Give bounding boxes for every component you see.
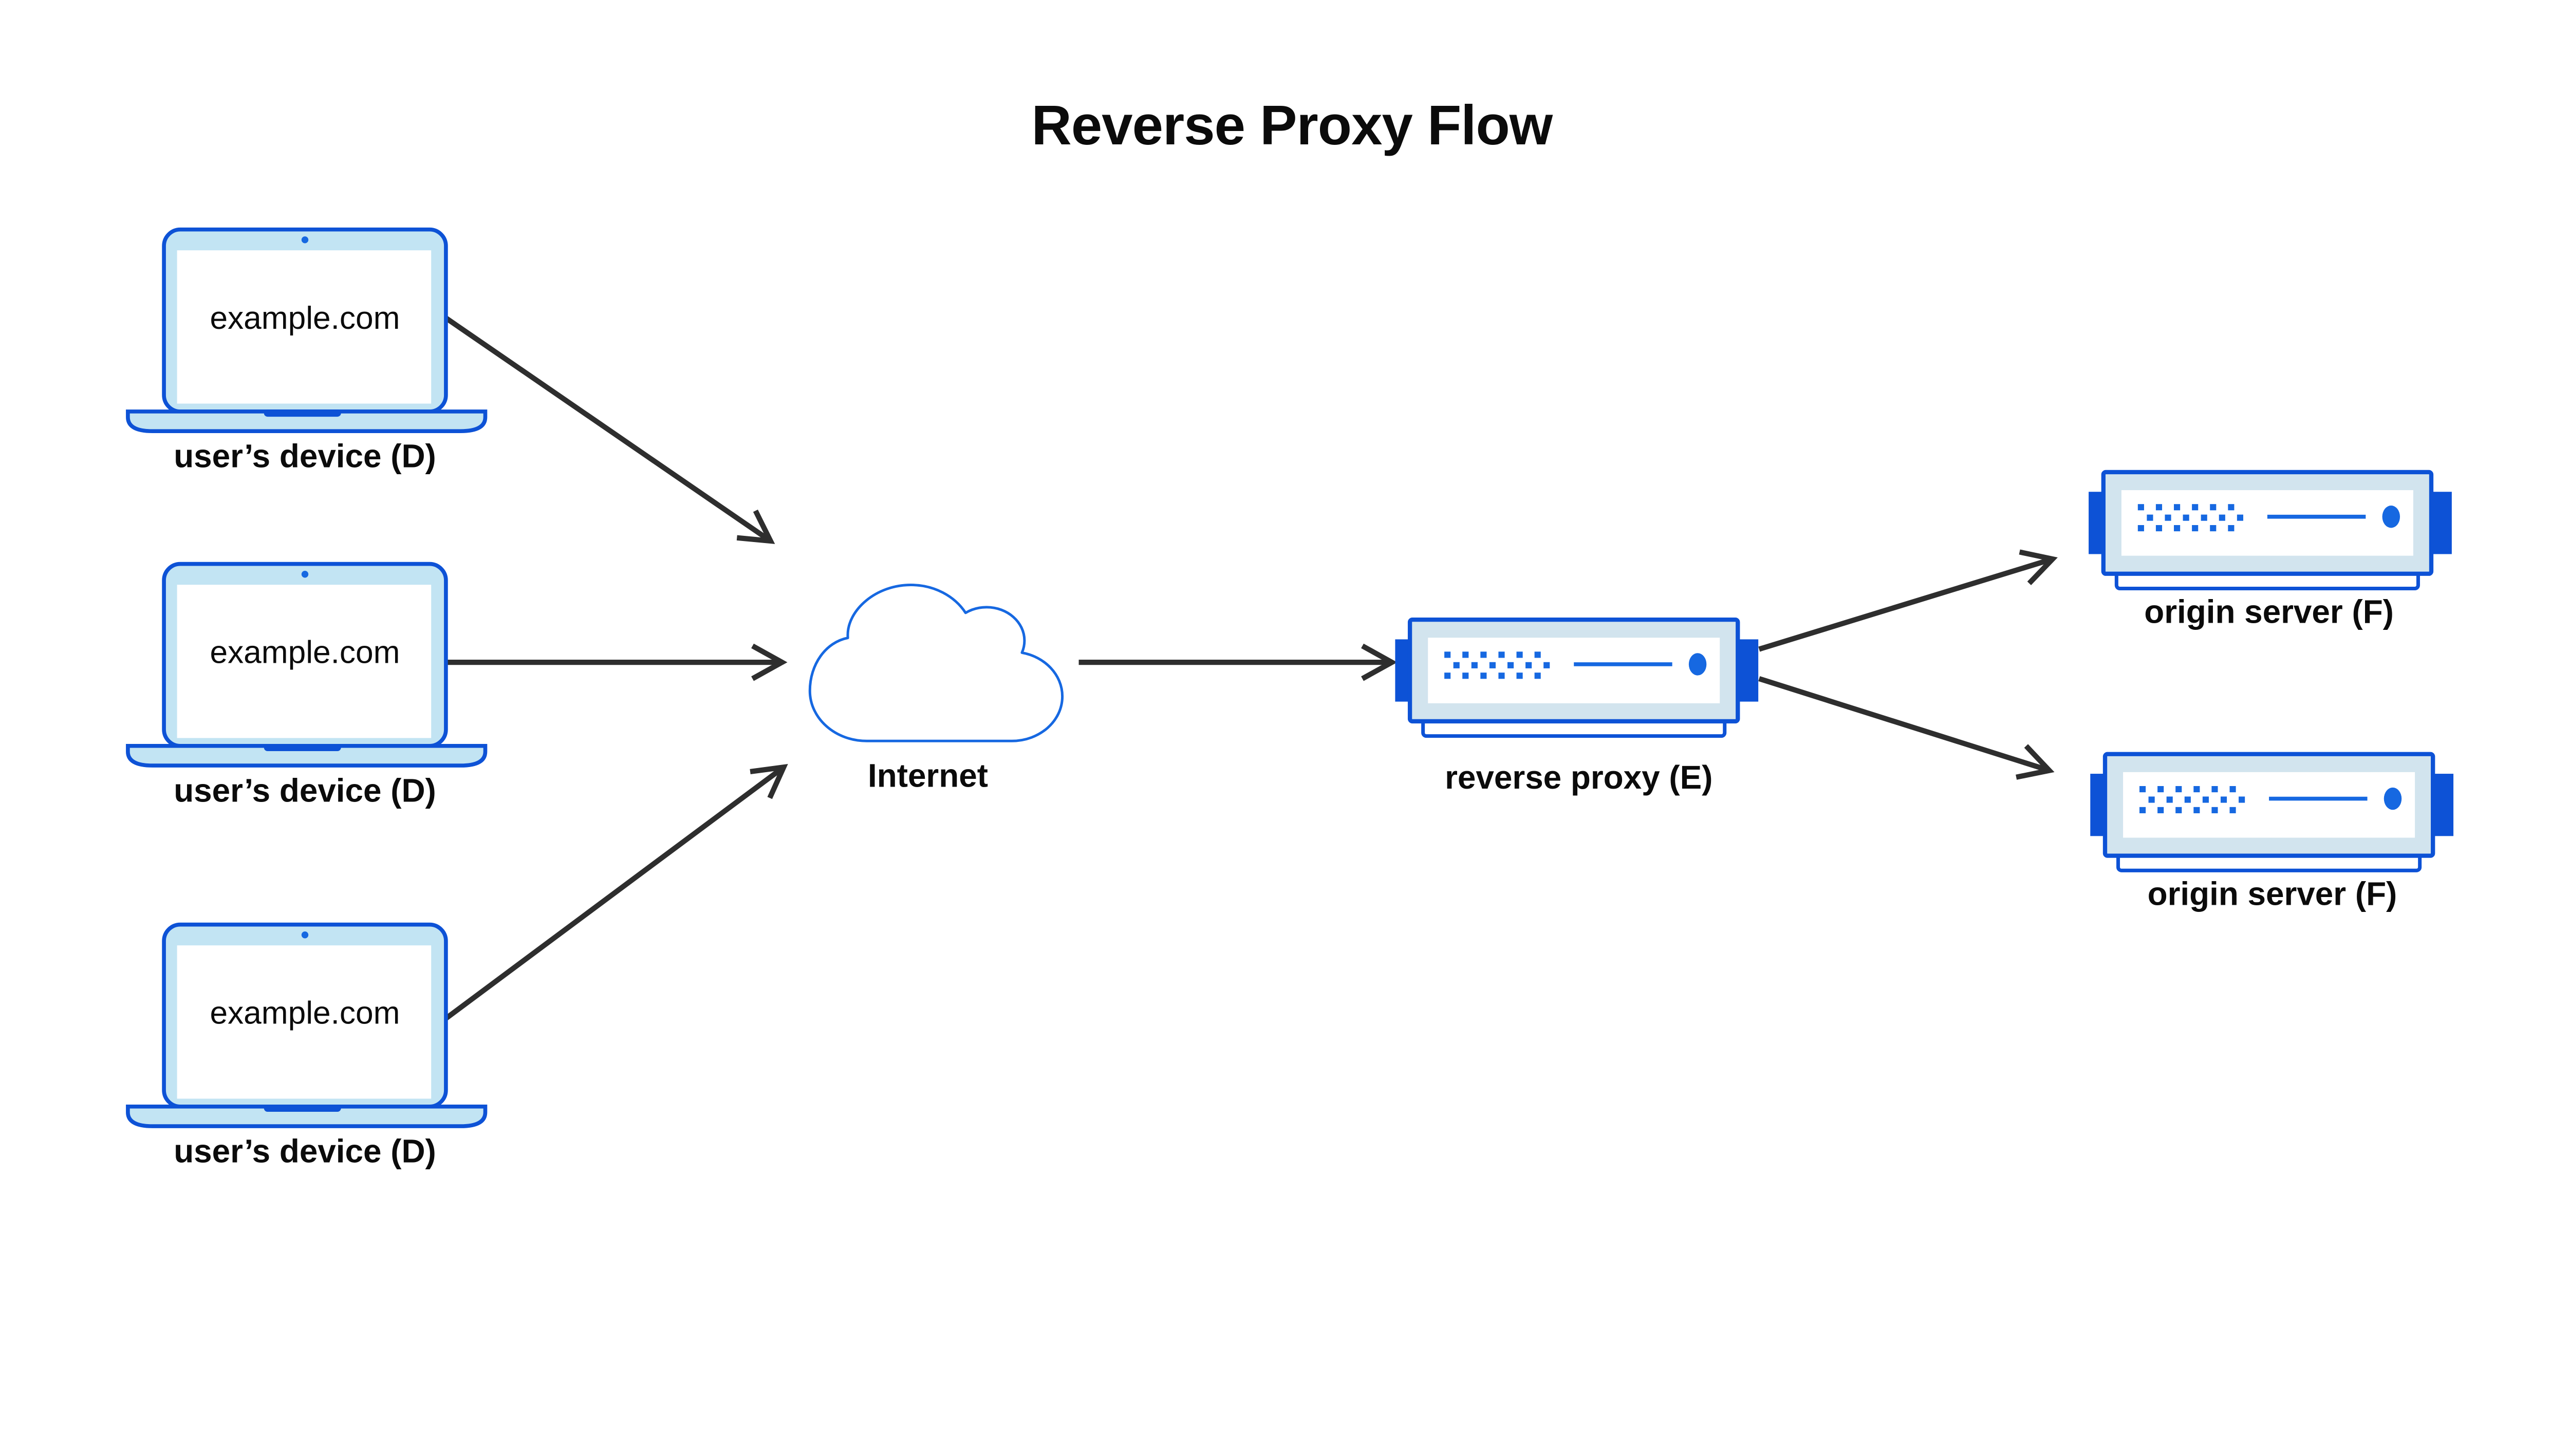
origin2-label: origin server (F) (2148, 875, 2397, 912)
node-user-device-1: example.com user’s device (D) (128, 230, 486, 474)
internet-label: Internet (868, 757, 988, 794)
device1-screen-text: example.com (210, 301, 400, 336)
arrow-proxy-to-origin1 (1758, 549, 2058, 652)
arrow-device3-to-internet (442, 764, 788, 1022)
reverse-proxy-label: reverse proxy (E) (1445, 759, 1712, 796)
diagram-canvas: Reverse Proxy Flow example.com user’s de… (0, 94, 2569, 1170)
cloud-icon (810, 585, 1062, 741)
flow-arrows (442, 315, 2058, 1022)
device2-screen-text: example.com (210, 635, 400, 670)
origin1-label: origin server (F) (2144, 593, 2394, 630)
server-icon (1395, 620, 1758, 736)
node-internet: Internet (810, 585, 1062, 794)
server-icon (2090, 754, 2453, 871)
device3-screen-text: example.com (210, 996, 400, 1031)
node-user-device-2: example.com user’s device (D) (128, 564, 486, 809)
node-user-device-3: example.com user’s device (D) (128, 925, 486, 1169)
device2-label: user’s device (D) (174, 772, 436, 809)
server-icon (2089, 472, 2452, 589)
reverse-proxy-flow-diagram: Reverse Proxy Flow example.com user’s de… (0, 94, 2569, 1169)
arrow-proxy-to-origin2 (1758, 676, 2055, 780)
node-reverse-proxy: reverse proxy (E) (1395, 620, 1758, 796)
page-title: Reverse Proxy Flow (1032, 94, 1553, 156)
node-origin-server-2: origin server (F) (2090, 754, 2453, 912)
node-origin-server-1: origin server (F) (2089, 472, 2452, 630)
device3-label: user’s device (D) (174, 1132, 436, 1169)
arrow-device1-to-internet (444, 315, 775, 544)
device1-label: user’s device (D) (174, 437, 436, 474)
